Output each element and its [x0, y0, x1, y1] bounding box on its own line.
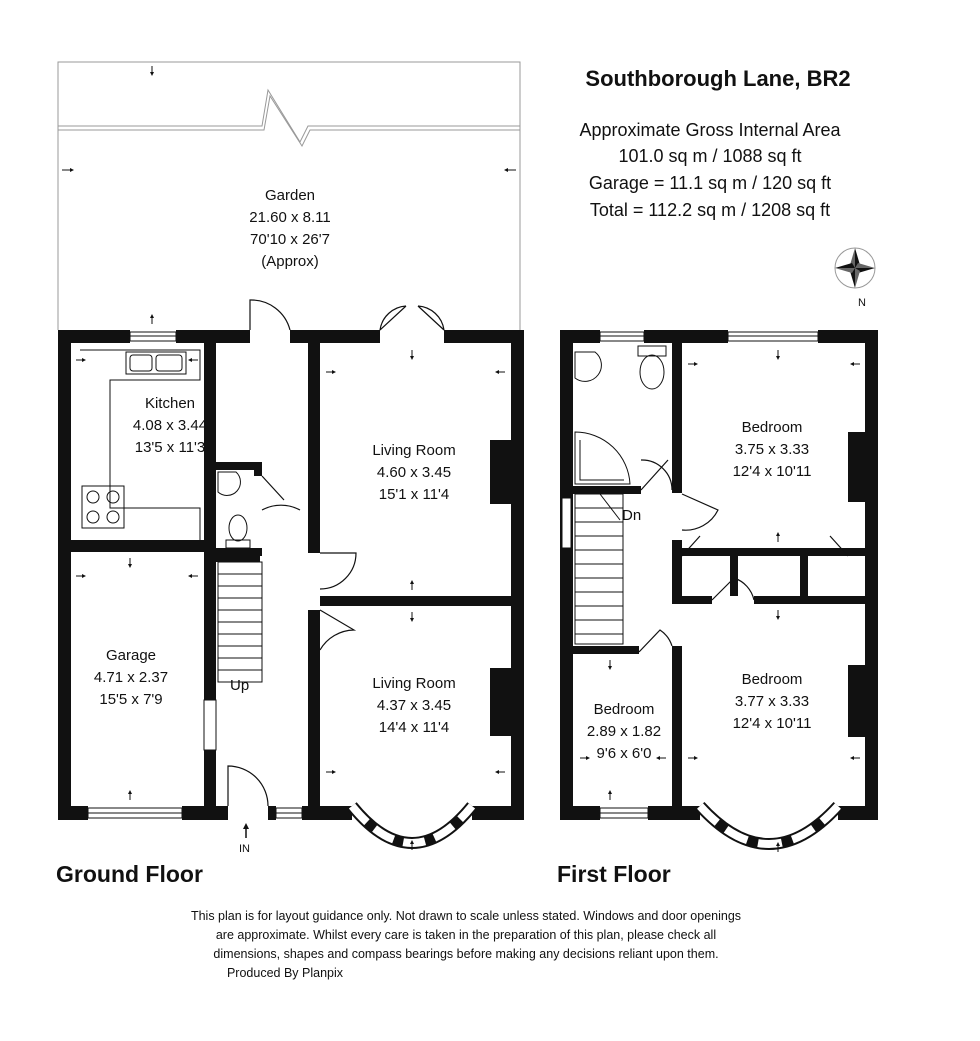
ground-floor-walls	[58, 330, 524, 820]
disclaimer: This plan is for layout guidance only. N…	[191, 909, 741, 980]
first-floor-walls	[560, 330, 878, 820]
first-floor-title: First Floor	[557, 861, 671, 887]
garden-area	[57, 61, 521, 330]
svg-text:4.37 x 3.45: 4.37 x 3.45	[377, 697, 451, 714]
ground-windows	[87, 331, 303, 819]
area-total: Total = 112.2 sq m / 1208 sq ft	[590, 200, 830, 220]
svg-text:Kitchen: Kitchen	[145, 395, 195, 412]
svg-text:14'4 x 11'4: 14'4 x 11'4	[379, 719, 450, 736]
svg-text:21.60 x 8.11: 21.60 x 8.11	[249, 209, 330, 226]
ground-doors	[227, 299, 445, 807]
svg-text:9'6 x 6'0: 9'6 x 6'0	[597, 745, 652, 762]
svg-text:70'10 x 26'7: 70'10 x 26'7	[250, 231, 330, 248]
svg-text:3.77 x 3.33: 3.77 x 3.33	[735, 693, 809, 710]
svg-text:13'5 x 11'3: 13'5 x 11'3	[135, 439, 206, 456]
svg-text:Garage: Garage	[106, 647, 156, 664]
stairs-down-label: Dn	[622, 507, 641, 524]
header-text: Southborough Lane, BR2 Approximate Gross…	[579, 66, 866, 309]
living-room-front-label: Living Room 4.37 x 3.45 14'4 x 11'4	[372, 675, 455, 736]
ground-dimension-ticks	[76, 350, 505, 850]
svg-text:Living Room: Living Room	[372, 442, 455, 459]
svg-text:Bedroom: Bedroom	[594, 701, 655, 718]
svg-text:Produced By Planpix: Produced By Planpix	[227, 966, 344, 980]
svg-text:15'5 x 7'9: 15'5 x 7'9	[99, 691, 162, 708]
living-room-rear-label: Living Room 4.60 x 3.45 15'1 x 11'4	[372, 442, 455, 503]
svg-text:15'1 x 11'4: 15'1 x 11'4	[379, 486, 450, 503]
bedroom-small-label: Bedroom 2.89 x 1.82 9'6 x 6'0	[587, 701, 661, 762]
first-bay-window	[695, 801, 843, 850]
area-garage: Garage = 11.1 sq m / 120 sq ft	[589, 173, 831, 193]
first-doors	[638, 459, 849, 653]
bedroom-front-label: Bedroom 3.77 x 3.33 12'4 x 10'11	[733, 671, 812, 732]
first-stairs	[574, 493, 624, 645]
svg-text:Garden: Garden	[265, 187, 315, 204]
svg-text:3.75 x 3.33: 3.75 x 3.33	[735, 441, 809, 458]
svg-text:(Approx): (Approx)	[261, 253, 319, 270]
svg-text:are approximate. Whilst every: are approximate. Whilst every care is ta…	[216, 928, 716, 942]
svg-text:4.60 x 3.45: 4.60 x 3.45	[377, 464, 451, 481]
entrance-label: IN	[239, 843, 250, 855]
ground-bay-window	[347, 802, 477, 849]
area-heading: Approximate Gross Internal Area	[579, 120, 841, 140]
garden-label: Garden 21.60 x 8.11 70'10 x 26'7 (Approx…	[249, 187, 330, 270]
area-main: 101.0 sq m / 1088 sq ft	[618, 146, 801, 166]
svg-text:Living Room: Living Room	[372, 675, 455, 692]
svg-text:2.89 x 1.82: 2.89 x 1.82	[587, 723, 661, 740]
svg-text:This plan is for layout guidan: This plan is for layout guidance only. N…	[191, 909, 741, 923]
ground-floor-title: Ground Floor	[56, 861, 203, 887]
kitchen-label: Kitchen 4.08 x 3.44 13'5 x 11'3	[133, 395, 207, 456]
first-windows	[561, 331, 819, 819]
svg-text:Bedroom: Bedroom	[742, 419, 803, 436]
bathroom-fixtures	[574, 345, 667, 485]
svg-text:12'4 x 10'11: 12'4 x 10'11	[733, 463, 812, 480]
compass-north-label: N	[858, 297, 866, 309]
ground-stairs	[217, 561, 263, 683]
ground-wc-fixtures	[217, 471, 251, 549]
svg-text:4.71 x 2.37: 4.71 x 2.37	[94, 669, 168, 686]
garage-label: Garage 4.71 x 2.37 15'5 x 7'9	[94, 647, 168, 708]
first-dimension-ticks	[580, 350, 860, 852]
svg-text:12'4 x 10'11: 12'4 x 10'11	[733, 715, 812, 732]
bedroom-rear-label: Bedroom 3.75 x 3.33 12'4 x 10'11	[733, 419, 812, 480]
compass-icon	[834, 247, 876, 289]
svg-text:dimensions, shapes and compass: dimensions, shapes and compass bearings …	[213, 947, 718, 961]
property-title: Southborough Lane, BR2	[585, 66, 850, 91]
stairs-up-label: Up	[230, 677, 249, 694]
kitchen-fixtures	[80, 349, 201, 540]
svg-text:4.08 x 3.44: 4.08 x 3.44	[133, 417, 207, 434]
svg-text:Bedroom: Bedroom	[742, 671, 803, 688]
